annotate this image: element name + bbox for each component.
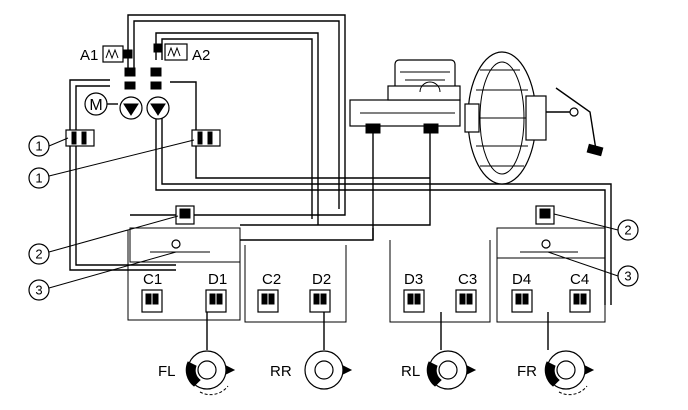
callout-3-left: 3 [28,251,177,301]
accumulator-a2 [153,43,188,61]
reservoir-right [520,239,578,253]
callout-2-right-label: 2 [624,223,631,238]
label-d3: D3 [404,271,423,288]
label-a2: A2 [192,47,210,64]
callout-3-left-label: 3 [35,283,42,298]
wheel-brake-fl [185,350,236,396]
callout-2-left-label: 2 [35,247,42,262]
valves-c2 [257,289,279,313]
label-d4: D4 [512,271,531,288]
valves-c1 [141,289,163,313]
damper-left [175,205,195,225]
damper-right [535,205,555,225]
wheel-brake-rl [426,350,477,390]
check-valve-left [124,67,136,77]
callout-2-left: 2 [28,215,179,265]
label-c2: C2 [262,271,281,288]
brake-pedal [546,87,604,157]
label-c3: C3 [458,271,477,288]
wheel-brake-fr [544,350,595,396]
callout-3-right-label: 3 [624,269,631,284]
brake-booster [464,51,547,185]
label-c1: C1 [143,271,162,288]
callout-3-right: 3 [547,251,639,287]
label-rl: RL [401,363,420,380]
valves-d2 [309,289,331,313]
pump-motor: M [84,92,118,116]
valves-c3 [455,289,477,313]
reservoir-left [150,239,210,253]
label-a1: A1 [80,47,98,64]
accumulator-a1 [102,45,133,63]
check-valve-left-2 [124,81,136,90]
solenoid-valve-left [65,129,95,147]
label-c4: C4 [570,271,589,288]
master-cylinder [349,59,461,134]
label-fr: FR [517,363,537,380]
callout-1-top: 1 [28,135,69,157]
wheel-brake-rr [304,350,353,390]
label-rr: RR [270,363,292,380]
callout-2-right: 2 [553,213,639,241]
valves-d3 [403,289,425,313]
pump-right [146,96,170,120]
callout-1-bottom: 1 [28,139,195,189]
valves-d4 [511,289,533,313]
check-valve-right [150,67,162,77]
callout-1-bottom-label: 1 [35,171,42,186]
pump-left [119,96,143,120]
check-valve-right-2 [150,81,162,90]
label-d1: D1 [208,271,227,288]
motor-label: M [89,97,102,114]
callout-1-top-label: 1 [35,139,42,154]
valves-c4 [569,289,591,313]
label-d2: D2 [312,271,331,288]
valves-d1 [205,289,227,313]
solenoid-valve-right [191,129,221,147]
label-fl: FL [158,363,176,380]
